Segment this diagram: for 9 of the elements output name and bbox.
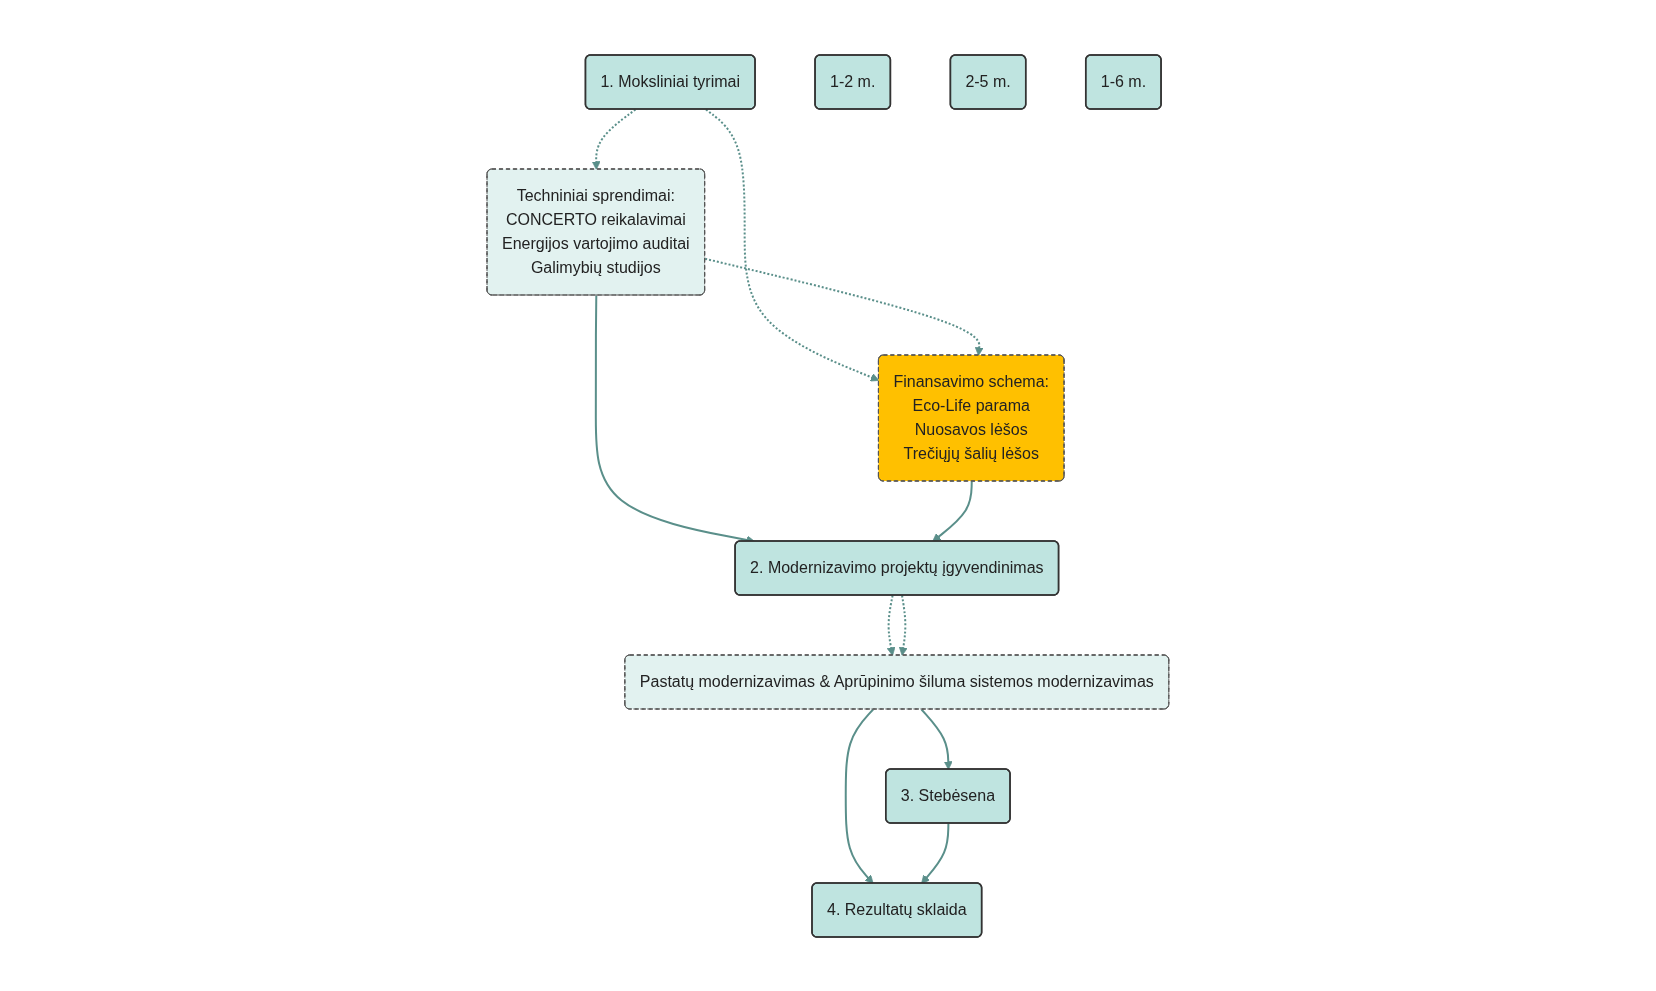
arrow [591,108,637,170]
arrow [920,708,953,770]
arrow [844,708,875,884]
arrow [704,257,984,356]
arrow [899,594,908,656]
arrow [886,594,896,656]
arrow [705,108,880,381]
arrow [932,480,973,542]
arrow [921,822,950,884]
